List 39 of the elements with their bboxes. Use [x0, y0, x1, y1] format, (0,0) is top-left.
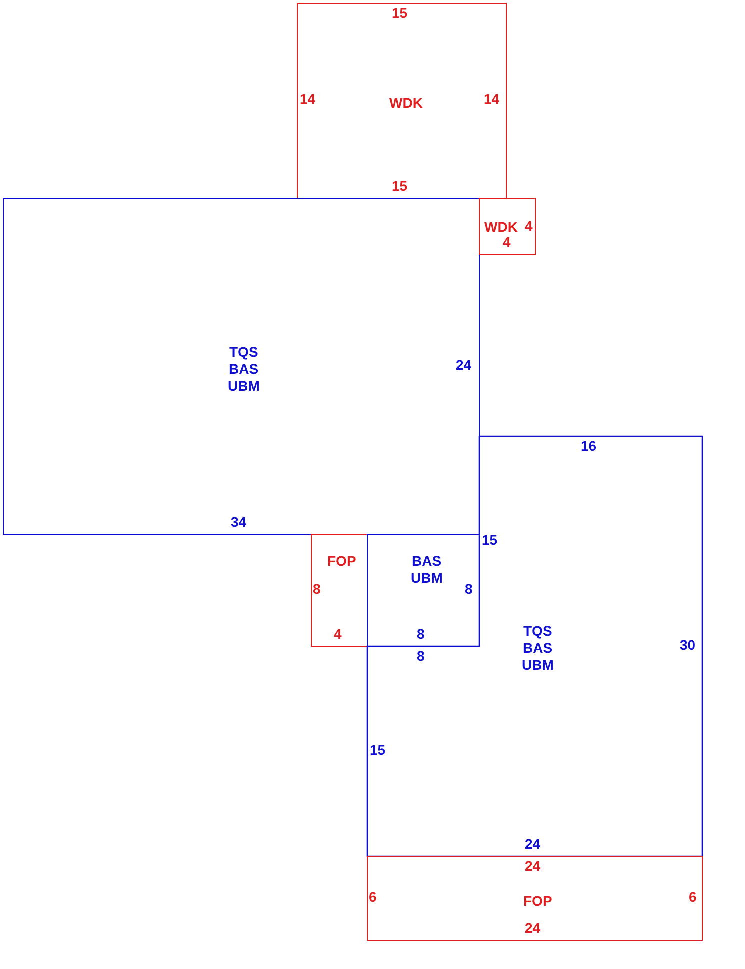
- dimension-label: 34: [231, 514, 247, 530]
- room-label: TQS: [524, 623, 552, 639]
- dimension-label: 24: [456, 357, 472, 373]
- room: [297, 3, 507, 199]
- dimension-label: 4: [334, 626, 342, 642]
- room: [479, 198, 536, 255]
- room-label: UBM: [522, 657, 554, 673]
- dimension-label: 8: [417, 648, 425, 664]
- dimension-label: 15: [392, 178, 408, 194]
- dimension-label: 30: [680, 637, 696, 653]
- dimension-label: 14: [300, 91, 316, 107]
- dimension-label: 16: [581, 438, 597, 454]
- dimension-label: 4: [503, 234, 511, 250]
- dimension-label: 6: [689, 889, 697, 905]
- dimension-label: 6: [369, 889, 377, 905]
- room-label: WDK: [390, 95, 423, 111]
- room: [311, 534, 368, 647]
- room-label: BAS: [229, 361, 259, 377]
- room-label: FOP: [524, 893, 552, 909]
- dimension-label: 15: [392, 5, 408, 21]
- room-label: UBM: [411, 570, 443, 586]
- room-label: BAS: [523, 640, 553, 656]
- dimension-label: 14: [484, 91, 500, 107]
- room-label: FOP: [328, 553, 356, 569]
- room-label: BAS: [412, 553, 442, 569]
- dimension-label: 15: [370, 742, 386, 758]
- dimension-label: 15: [482, 532, 498, 548]
- dimension-label: 4: [525, 218, 533, 234]
- dimension-label: 24: [525, 858, 541, 874]
- room-label: WDK: [484, 219, 518, 235]
- dimension-label: 24: [525, 920, 541, 936]
- dimension-label: 8: [417, 626, 425, 642]
- room: [367, 856, 703, 941]
- room-label: UBM: [228, 378, 260, 394]
- dimension-label: 8: [465, 581, 473, 597]
- dimension-label: 24: [525, 836, 541, 852]
- room: [3, 198, 480, 535]
- room-label: TQS: [230, 344, 258, 360]
- dimension-label: 8: [313, 581, 321, 597]
